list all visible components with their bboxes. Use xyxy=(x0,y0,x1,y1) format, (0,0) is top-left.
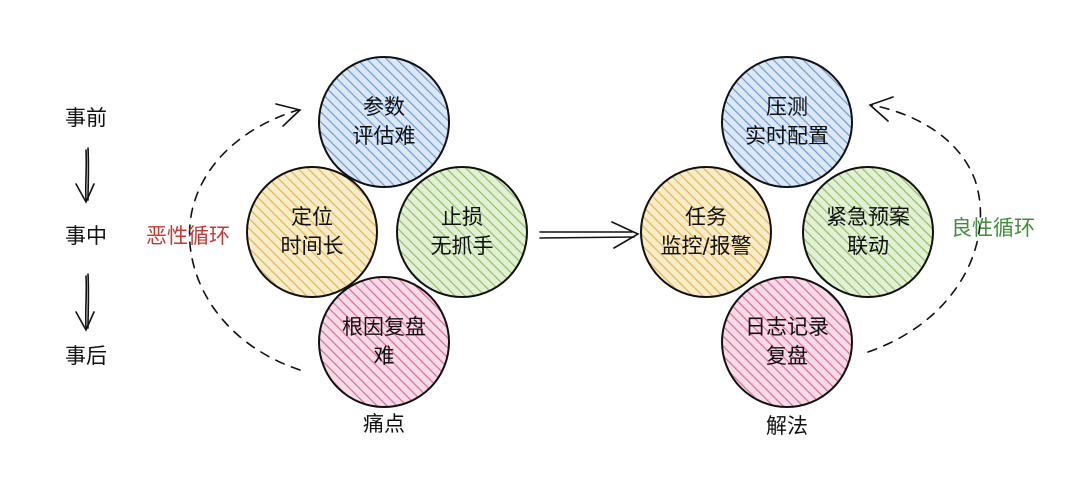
label-stoploss: 止损无抓手 xyxy=(430,205,494,258)
label-locate-time: 定位时间长 xyxy=(280,205,344,258)
circle-param-eval xyxy=(318,56,450,188)
timeline-before: 事前 xyxy=(65,106,107,130)
label-param-eval: 参数评估难 xyxy=(352,95,416,148)
timeline-arrow-2 xyxy=(75,273,95,332)
label-log-review: 日志记录复盘 xyxy=(745,315,829,368)
circle-stress-test xyxy=(721,56,853,188)
label-root-cause: 根因复盘难 xyxy=(342,315,426,368)
label-stress-test: 压测实时配置 xyxy=(745,95,829,148)
timeline-during: 事中 xyxy=(65,224,107,248)
caption-pain-points: 痛点 xyxy=(363,412,405,436)
timeline-after: 事后 xyxy=(65,344,107,368)
label-task-monitor: 任务监控/报警 xyxy=(660,205,752,258)
caption-solutions: 解法 xyxy=(766,414,808,438)
virtuous-cycle-label: 良性循环 xyxy=(951,216,1035,240)
timeline-arrow-1 xyxy=(75,147,95,204)
circle-emergency-plan xyxy=(802,166,934,298)
virtuous-cycle-path xyxy=(867,96,982,353)
circle-locate-time xyxy=(246,166,378,298)
vicious-cycle-path xyxy=(188,103,302,371)
vicious-cycle-label: 恶性循环 xyxy=(146,224,230,248)
transition-arrow xyxy=(539,221,640,249)
circle-root-cause xyxy=(318,276,450,408)
circle-task-monitor xyxy=(640,166,772,298)
circle-stoploss xyxy=(396,166,528,298)
label-emergency-plan: 紧急预案联动 xyxy=(826,205,910,258)
circle-log-review xyxy=(721,276,853,408)
